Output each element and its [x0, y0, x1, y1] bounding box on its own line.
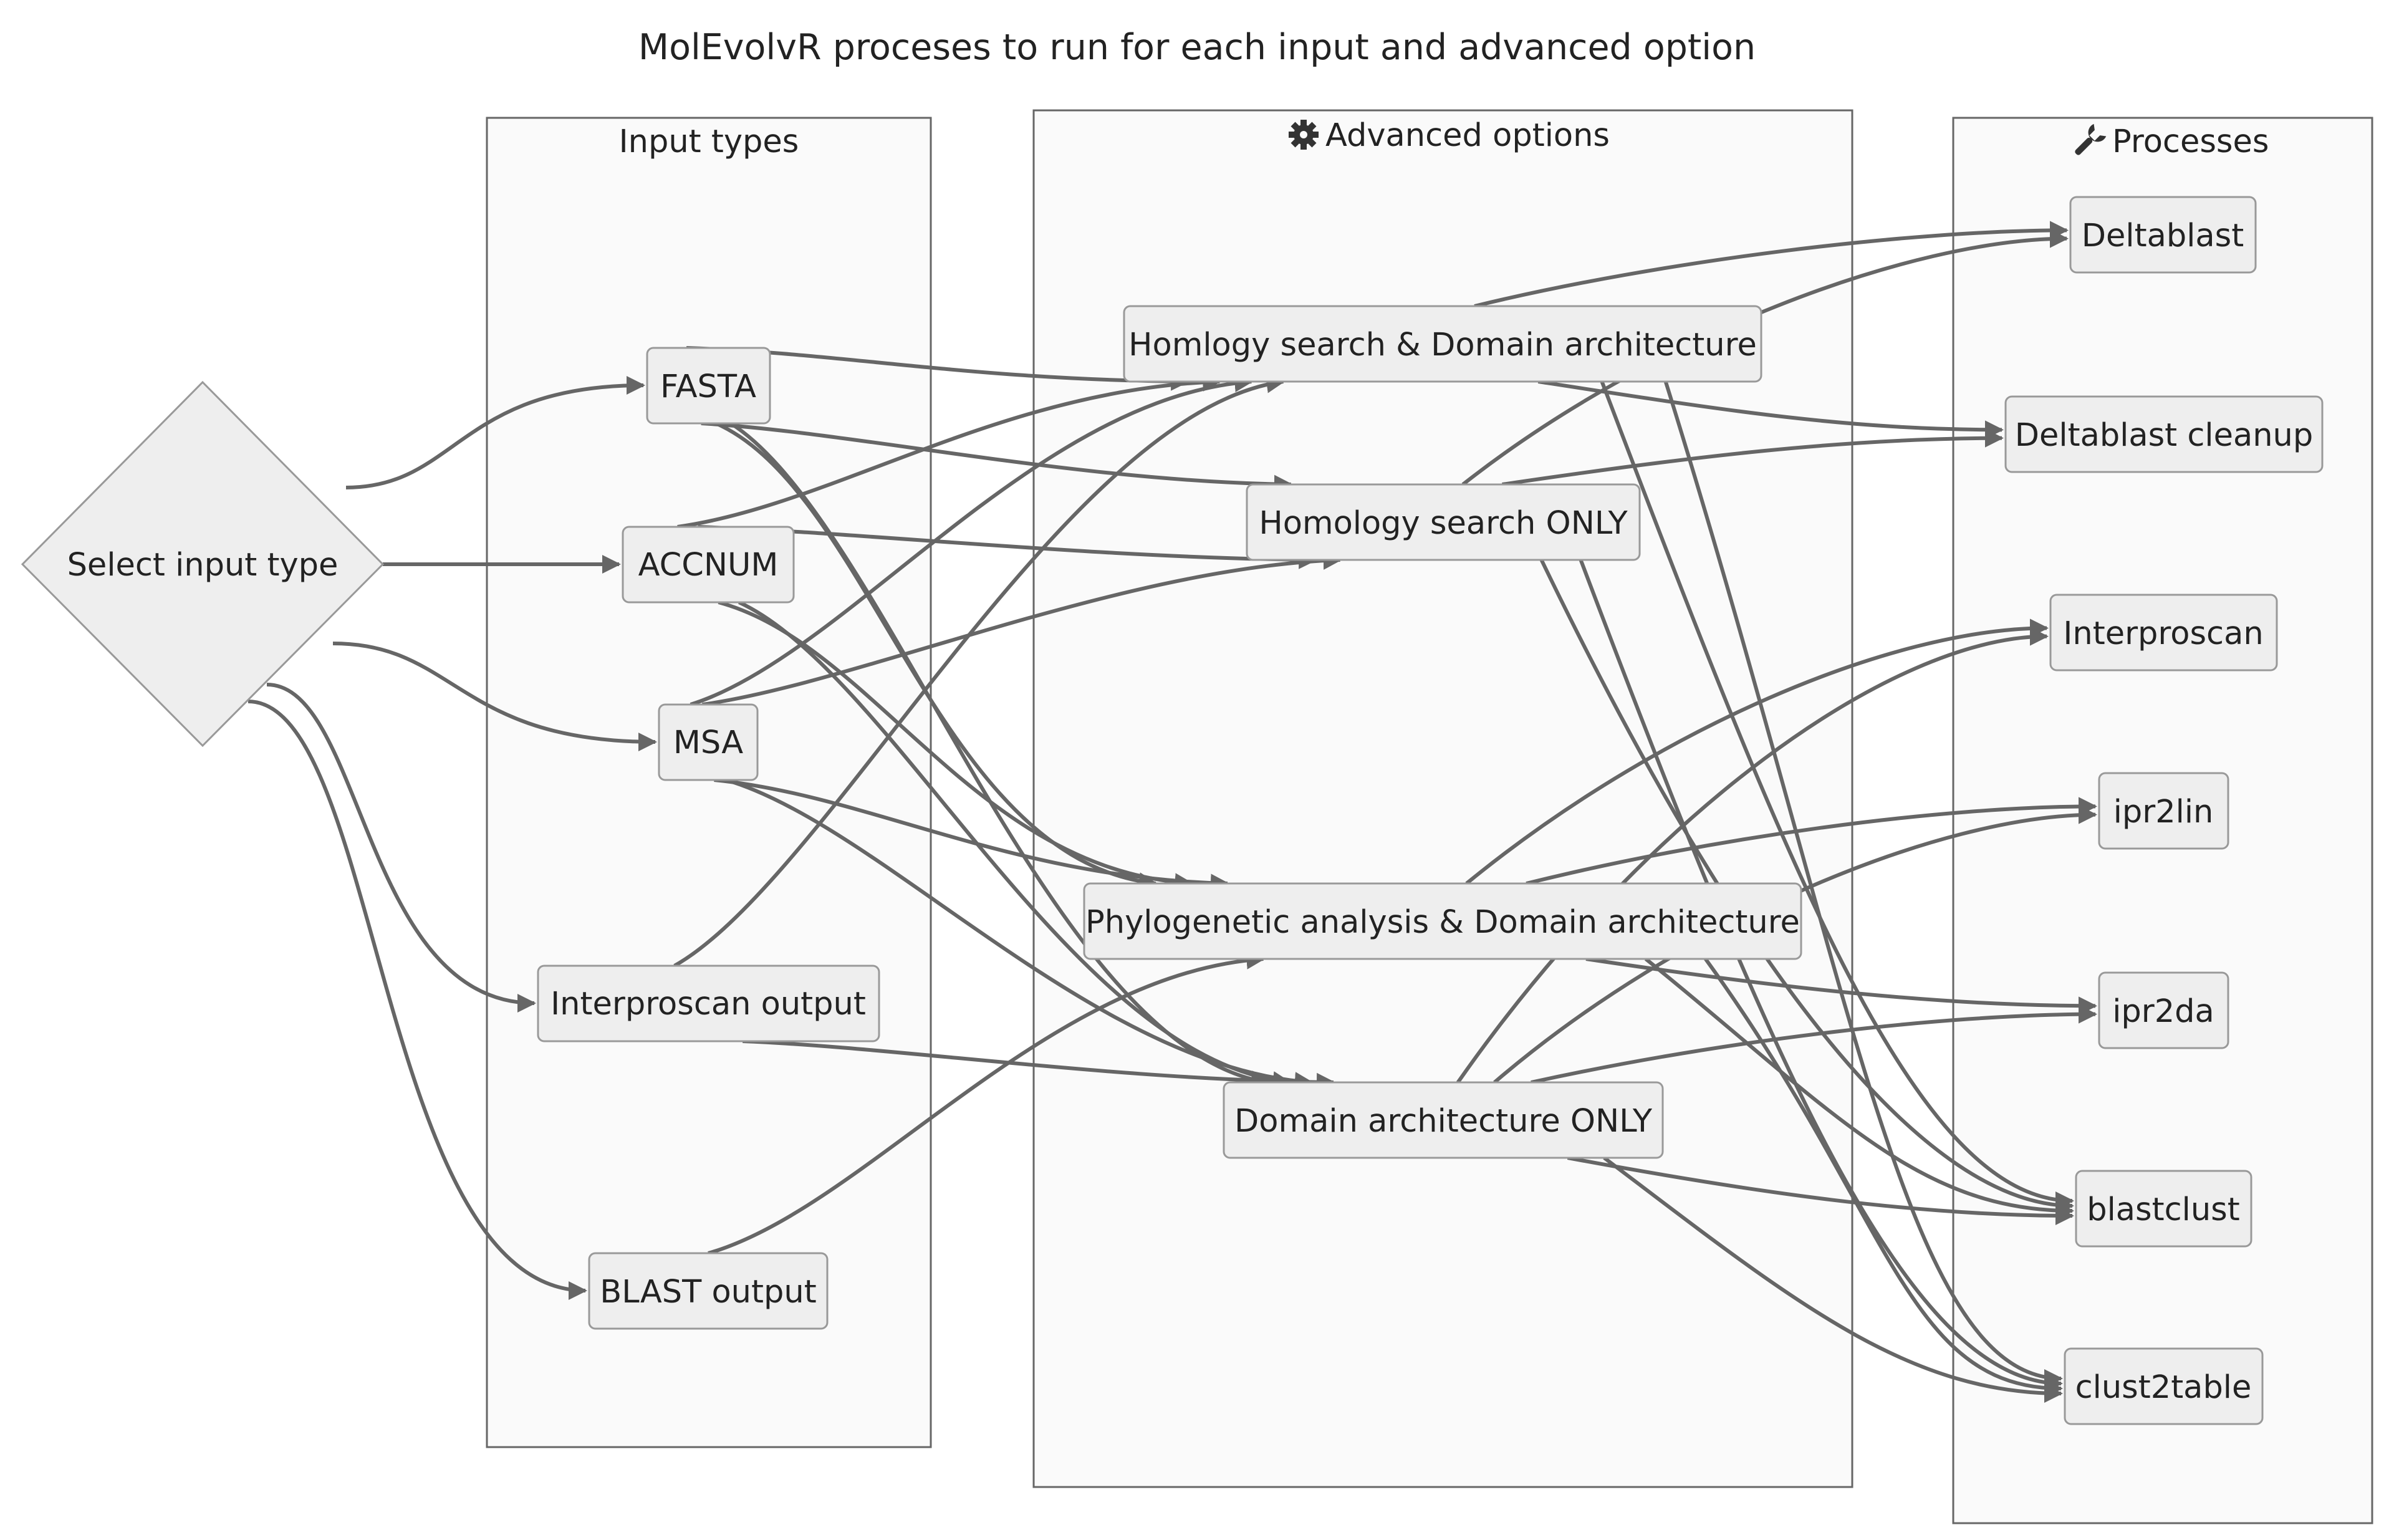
edge-da_only-to-clust2table — [1603, 1156, 2063, 1403]
edge-hs_da-to-deltablast_cleanup — [1537, 380, 2004, 440]
phylogenetic-analysis-domain-architecture-label: Phylogenetic analysis & Domain architect… — [1085, 904, 1800, 941]
edge-msa-to-phylo_da — [714, 778, 1229, 893]
edge-ipr_out-to-hs_da — [673, 374, 1286, 968]
edge-msa-to-da_only — [725, 778, 1314, 1091]
edge-da_only-to-interproscan — [1456, 627, 2049, 1084]
select-input-type-label: Select input type — [67, 547, 339, 584]
select-input-type-node[interactable]: Select input type — [21, 380, 385, 748]
homology-search-domain-architecture-node[interactable]: Homlogy search & Domain architecture — [1123, 305, 1762, 383]
edge-accnum-to-hs_da — [677, 372, 1222, 529]
edge-blast_out-to-phylo_da — [708, 950, 1266, 1255]
clust2table-node[interactable]: clust2table — [2064, 1347, 2264, 1425]
blast-output-node[interactable]: BLAST output — [588, 1252, 829, 1330]
msa-label: MSA — [673, 724, 743, 761]
edge-da_only-to-ipr2da — [1531, 1004, 2097, 1084]
edge-hs_only-to-blastclust — [1539, 559, 2074, 1215]
edge-hs_only-to-deltablast_cleanup — [1502, 428, 2004, 486]
edge-da_only-to-blastclust — [1567, 1156, 2074, 1225]
domain-architecture-only-node[interactable]: Domain architecture ONLY — [1223, 1081, 1664, 1159]
edge-start-to-ipr_out — [266, 683, 536, 1013]
edge-msa-to-hs_da — [690, 373, 1254, 706]
edge-phylo_da-to-blastclust — [1644, 957, 2074, 1220]
ipr2da-node[interactable]: ipr2da — [2098, 971, 2229, 1049]
deltablast-label: Deltablast — [2082, 218, 2244, 254]
blastclust-label: blastclust — [2087, 1191, 2239, 1228]
clust2table-label: clust2table — [2075, 1369, 2252, 1406]
edge-hs_only-to-deltablast — [1461, 229, 2069, 486]
homology-search-only-label: Homology search ONLY — [1259, 505, 1628, 542]
gear-icon — [1289, 120, 1319, 150]
homology-search-only-node[interactable]: Homology search ONLY — [1246, 483, 1641, 561]
interproscan-node[interactable]: Interproscan — [2049, 594, 2278, 671]
edge-start-to-msa — [332, 642, 657, 751]
fasta-label: FASTA — [660, 368, 756, 405]
edge-ipr_out-to-da_only — [743, 1039, 1335, 1092]
ipr2lin-node[interactable]: ipr2lin — [2098, 772, 2229, 850]
ipr2da-label: ipr2da — [2112, 993, 2214, 1030]
deltablast-cleanup-node[interactable]: Deltablast cleanup — [2004, 395, 2324, 473]
edges — [248, 221, 2097, 1403]
edge-phylo_da-to-ipr2da — [1585, 957, 2097, 1016]
edge-hs_da-to-deltablast — [1474, 221, 2069, 308]
domain-architecture-only-label: Domain architecture ONLY — [1234, 1103, 1653, 1140]
edge-phylo_da-to-ipr2lin — [1526, 797, 2097, 885]
blast-output-label: BLAST output — [600, 1274, 816, 1311]
interproscan-output-node[interactable]: Interproscan output — [537, 965, 880, 1042]
cluster-advanced-options-title: Advanced options — [1325, 117, 1610, 154]
deltablast-cleanup-label: Deltablast cleanup — [2015, 417, 2314, 454]
accnum-label: ACCNUM — [638, 547, 779, 584]
blastclust-node[interactable]: blastclust — [2075, 1170, 2252, 1248]
edge-da_only-to-ipr2lin — [1493, 805, 2097, 1084]
cluster-input-types-title: Input types — [619, 123, 799, 160]
edge-msa-to-hs_only — [702, 551, 1342, 706]
edge-fasta-to-hs_only — [701, 421, 1293, 494]
phylogenetic-analysis-domain-architecture-node[interactable]: Phylogenetic analysis & Domain architect… — [1083, 882, 1802, 960]
msa-node[interactable]: MSA — [658, 703, 759, 781]
edge-hs_da-to-clust2table — [1663, 381, 2063, 1388]
cluster-processes-title: Processes — [2112, 123, 2269, 160]
deltablast-node[interactable]: Deltablast — [2069, 196, 2257, 274]
ipr2lin-label: ipr2lin — [2113, 794, 2214, 830]
edge-start-to-blast_out — [248, 700, 587, 1300]
fasta-node[interactable]: FASTA — [646, 347, 771, 425]
interproscan-label: Interproscan — [2063, 615, 2263, 652]
edge-hs_da-to-blastclust — [1600, 380, 2074, 1210]
homology-search-domain-architecture-label: Homlogy search & Domain architecture — [1128, 327, 1757, 363]
interproscan-output-label: Interproscan output — [550, 986, 866, 1023]
diagram-title: MolEvolvR proceses to run for each input… — [638, 27, 1756, 68]
edge-phylo_da-to-interproscan — [1465, 618, 2049, 885]
edge-accnum-to-da_only — [738, 600, 1292, 1090]
wrench-icon — [2075, 123, 2107, 155]
accnum-node[interactable]: ACCNUM — [622, 526, 795, 604]
edge-start-to-fasta — [345, 376, 645, 489]
edge-phylo_da-to-clust2table — [1704, 958, 2063, 1398]
cluster-input-types: Input types — [486, 117, 932, 1448]
